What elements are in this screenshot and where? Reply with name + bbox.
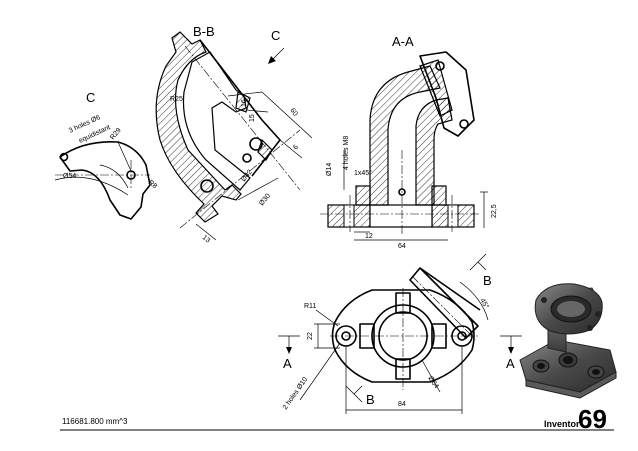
section-b-b: B-B R25 16 15 60 6 Ø42 Ø30 13 xyxy=(155,24,313,245)
section-aa-12-dim: 12 xyxy=(365,233,373,240)
section-aa-22-5-dim: 22,5 xyxy=(491,204,498,218)
detail-c-d54-dim: Ø54 xyxy=(63,173,76,180)
section-bb-60-dim: 60 xyxy=(288,107,298,117)
section-aa-chamfer-dim: 1x45° xyxy=(354,169,372,177)
section-bb-6-dim: 6 xyxy=(292,144,300,152)
section-bb-16-dim: 16 xyxy=(241,99,248,107)
detail-c-label: C xyxy=(86,90,95,105)
top-view-22-dim: 22 xyxy=(307,332,314,340)
section-bb-15-dim: 15 xyxy=(249,114,256,122)
view-arrow-c-label: C xyxy=(271,28,280,43)
section-aa-64-dim: 64 xyxy=(398,243,406,250)
cut-b-bottom-label: B xyxy=(366,392,375,407)
cut-a-left-label: A xyxy=(283,356,292,371)
top-view: A A B B R11 22 45° 2 holes Ø10 Ø64 84 xyxy=(278,253,522,414)
section-bb-r25-dim: R25 xyxy=(170,96,183,103)
section-aa-d14-dim: Ø14 xyxy=(326,163,333,176)
isometric-render xyxy=(519,283,617,399)
detail-c-r29-dim: R29 xyxy=(109,127,123,141)
cut-b-top-label: B xyxy=(483,273,492,288)
detail-view-c: C 3 holes Ø6 equidistant R29 Ø54 R8 xyxy=(54,90,158,220)
top-view-45-dim: 45° xyxy=(478,297,490,310)
section-a-a: A-A 4 holes M8 Ø14 1x45° 22,5 12 xyxy=(320,34,498,250)
drawing-number: 69 xyxy=(578,404,607,434)
section-bb-13-dim: 13 xyxy=(201,234,212,244)
view-arrow-c: C xyxy=(268,28,285,64)
software-label: Inventor xyxy=(544,419,580,429)
title-footer: 116681.800 mm^3 Inventor 69 xyxy=(60,404,614,434)
detail-c-r8-dim: R8 xyxy=(147,179,158,190)
top-view-84-dim: 84 xyxy=(398,401,406,408)
section-aa-label: A-A xyxy=(392,34,414,49)
cut-a-right-label: A xyxy=(506,356,515,371)
section-aa-m8-holes-dim: 4 holes M8 xyxy=(343,136,350,170)
volume-readout: 116681.800 mm^3 xyxy=(62,417,128,426)
section-bb-d30-dim: Ø30 xyxy=(258,193,272,208)
section-bb-label: B-B xyxy=(193,24,215,39)
top-view-r11-dim: R11 xyxy=(304,303,316,310)
top-view-holes-dim: 2 holes Ø10 xyxy=(282,376,309,411)
